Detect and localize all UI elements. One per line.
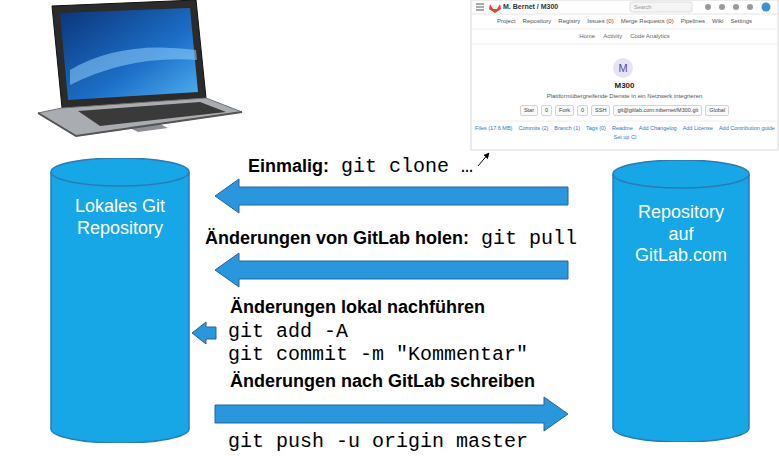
nav-tab: Pipelines	[681, 18, 705, 25]
git-command: git add -A	[228, 320, 348, 344]
nav-bar: Project Repository Registry Issues (0) Merge…	[471, 18, 778, 25]
node-text-block: Repository auf GitLab.com	[629, 160, 733, 267]
nav-tab: Merge Requests (0)	[621, 18, 674, 25]
node-text-block: Lokales Git Repository	[62, 158, 178, 239]
quick-links: Files (17.6 MB) Commits (2) Branch (1) Tags…	[475, 125, 775, 140]
quick-link: Add Changelog	[639, 125, 677, 132]
quick-link: Files (17.6 MB)	[475, 125, 512, 132]
repository-cylinder: Lokales Git Repository	[50, 158, 190, 443]
arrow-label: Einmalig: git clone …	[248, 156, 473, 178]
button-label: Fork	[555, 105, 574, 116]
button-label: SSH	[591, 105, 610, 116]
project-path: M. Bernet / M300	[503, 3, 558, 11]
search-field: Search	[634, 4, 651, 11]
project-name: M300	[471, 81, 778, 91]
git-command: git clone …	[329, 155, 473, 178]
cylinder-rim	[51, 172, 189, 186]
leader-line	[478, 153, 489, 166]
quick-link: Tags (0)	[586, 125, 606, 132]
cylinder-rim	[613, 174, 749, 188]
cylinder-body	[51, 158, 189, 443]
button-label: git@gitlab.com:mbernet/M300.git	[613, 105, 702, 116]
gitlab-screenshot	[471, 0, 778, 150]
quick-link: Branch (1)	[554, 125, 580, 132]
nav-tab: Registry	[558, 18, 580, 25]
step-title: Änderungen nach GitLab schreiben	[230, 371, 535, 391]
repository-name: Repository auf GitLab.com	[629, 202, 733, 267]
quick-link: Commits (2)	[518, 125, 548, 132]
button-row: Star0Fork0SSHgit@gitlab.com:mbernet/M300…	[471, 105, 778, 116]
commit-arrow	[192, 322, 216, 344]
avatar-letter: M	[611, 62, 635, 75]
quick-link: Set up CI	[614, 134, 637, 141]
sub-nav-tab: Code Analytics	[630, 33, 670, 40]
git-command: git commit -m "Kommentar"	[228, 343, 528, 367]
quick-link: Readme	[612, 125, 633, 132]
button-label: Star	[520, 105, 538, 116]
repository-cylinder: Repository auf GitLab.com	[612, 160, 750, 442]
button-label: 0	[541, 105, 552, 116]
arrow-label: Änderungen nach GitLab schreiben	[230, 372, 535, 392]
block-arrow	[215, 253, 568, 287]
block-arrow	[215, 397, 568, 431]
button-label: Global	[705, 105, 729, 116]
quick-link: Add Contribution guide	[719, 125, 775, 132]
laptop-illustration	[38, 0, 242, 136]
button-label: 0	[577, 105, 588, 116]
sub-nav-tab: Activity	[603, 33, 622, 40]
block-arrow	[215, 179, 568, 213]
project-description: Plattformübergreifende Dienste in ein Ne…	[471, 93, 778, 100]
arrow-label: Änderungen von GitLab holen: git pull	[205, 228, 577, 250]
nav-tab: Settings	[730, 18, 752, 25]
nav-tab: Repository	[523, 18, 552, 25]
nav-tab: Issues (0)	[587, 18, 613, 25]
cylinder-body	[613, 160, 749, 442]
sub-nav-tab: Home	[579, 33, 595, 40]
quick-link: Add License	[683, 125, 713, 132]
repository-name: Lokales Git Repository	[62, 196, 178, 239]
git-command: git push -u origin master	[228, 432, 528, 452]
git-command: git pull	[469, 227, 577, 250]
nav-tab: Wiki	[712, 18, 723, 25]
step-title: Einmalig:	[248, 156, 329, 176]
nav-tab: Project	[497, 18, 516, 25]
step-title: Änderungen von GitLab holen:	[205, 228, 469, 248]
step-title: Änderungen lokal nachführen	[230, 297, 485, 319]
sub-nav-bar: Home Activity Code Analytics	[471, 33, 778, 40]
